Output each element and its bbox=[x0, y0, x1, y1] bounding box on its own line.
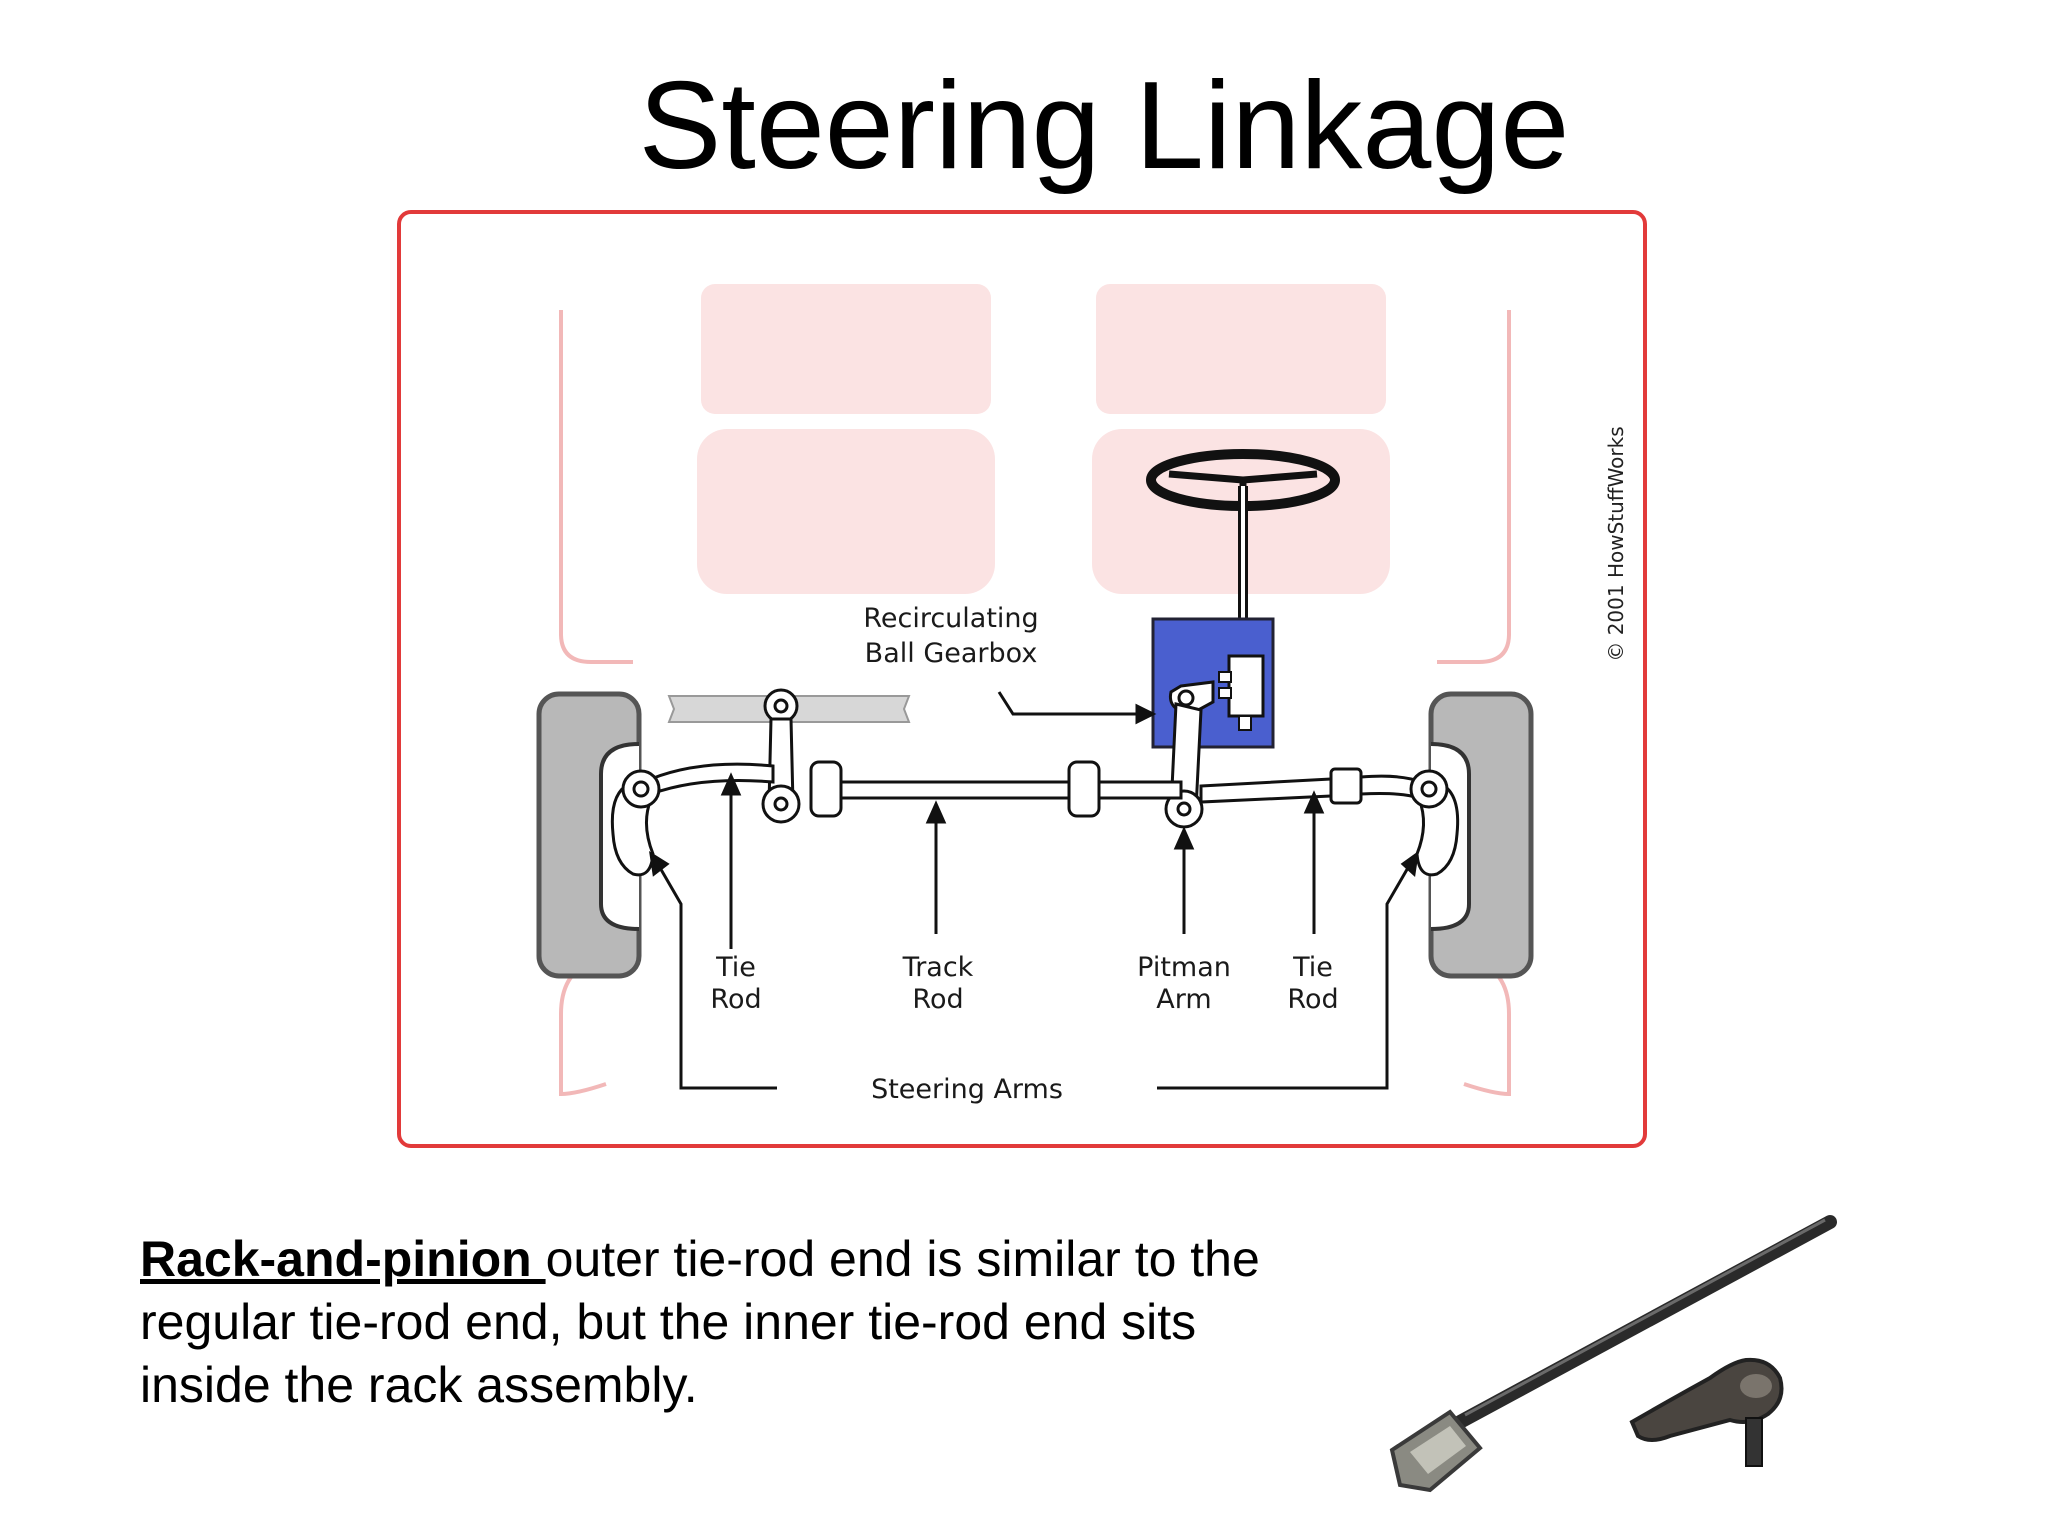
body-description: outer tie-rod end is similar to the regu… bbox=[140, 1231, 1260, 1413]
steering-linkage-diagram: Recirculating Ball Gearbox Tie Rod Track… bbox=[397, 210, 1647, 1148]
gearbox-label-line2: Ball Gearbox bbox=[865, 638, 1038, 669]
tie-rod-photo bbox=[1389, 1215, 1837, 1493]
seat-back-right bbox=[1096, 284, 1386, 414]
gearbox-label-line1: Recirculating bbox=[863, 603, 1038, 634]
body-text: Rack-and-pinion outer tie-rod end is sim… bbox=[140, 1228, 1280, 1417]
rack-and-pinion-term: Rack-and-pinion bbox=[140, 1231, 546, 1287]
inner-tie-rod-shaft bbox=[1453, 1215, 1837, 1429]
track-rod bbox=[809, 780, 1183, 800]
pitman-arm-label-line1: Pitman bbox=[1137, 952, 1231, 983]
car-body-left-lower bbox=[559, 960, 633, 1097]
tie-rod-left-label-line2: Rod bbox=[710, 984, 761, 1015]
pitman-arm-label-line2: Arm bbox=[1156, 984, 1211, 1015]
steering-arms-label: Steering Arms bbox=[871, 1074, 1063, 1105]
seat-back-left bbox=[701, 284, 991, 414]
slide-title: Steering Linkage bbox=[638, 57, 1570, 195]
tie-rod-left-label-line1: Tie bbox=[715, 952, 756, 983]
copyright-notice: © 2001 HowStuffWorks bbox=[1604, 426, 1628, 661]
track-rod-label-line2: Rod bbox=[912, 984, 963, 1015]
gearbox-pointer-arrow bbox=[997, 691, 1139, 716]
track-rod-label-line1: Track bbox=[902, 952, 974, 983]
outer-tie-rod-stud bbox=[1745, 1417, 1763, 1467]
tie-rod-right-label-line1: Tie bbox=[1292, 952, 1333, 983]
tie-rod-right-label-line2: Rod bbox=[1287, 984, 1338, 1015]
car-body-left-outline bbox=[559, 310, 633, 664]
car-body-right-outline bbox=[1437, 310, 1511, 664]
tie-rod-left bbox=[649, 762, 775, 797]
car-body-right-lower bbox=[1437, 960, 1511, 1097]
diagram-drawing: Recirculating Ball Gearbox Tie Rod Track… bbox=[536, 284, 1628, 1105]
steering-arms-bracket-left bbox=[657, 865, 777, 1090]
steering-arms-bracket-right bbox=[1157, 865, 1411, 1090]
seat-cushion-left bbox=[697, 429, 995, 594]
